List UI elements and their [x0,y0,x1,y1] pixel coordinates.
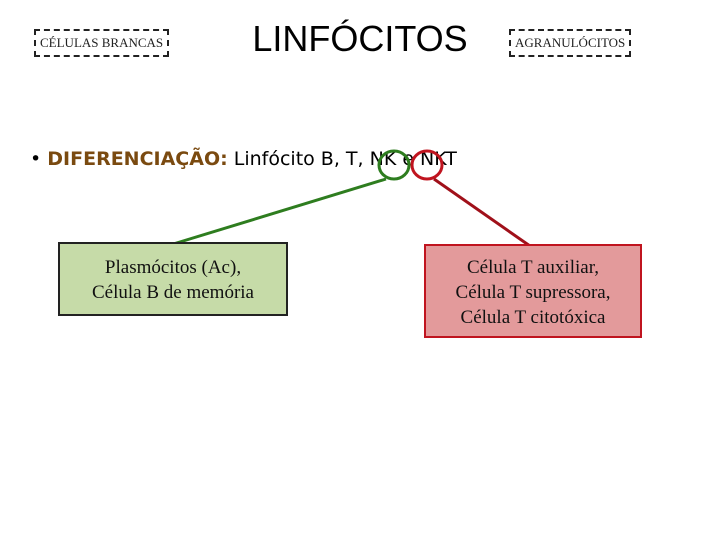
t-cell-outcome-box: Célula T auxiliar, Célula T supressora, … [424,244,642,338]
green-connector-line [169,177,387,247]
bullet-symbol: • [30,148,42,170]
tag-agranulocitos: AGRANULÓCITOS [509,29,632,57]
b-cell-outcome-box: Plasmócitos (Ac), Célula B de memória [58,242,288,316]
differentiation-label: DIFERENCIAÇÃO: [47,148,228,170]
green-highlight-circle [377,149,411,181]
box-line: Célula B de memória [92,282,254,303]
page-title: LINFÓCITOS [252,18,468,59]
tag-celulas-brancas: CÉLULAS BRANCAS [34,29,170,57]
box-line: Célula T citotóxica [460,307,606,328]
red-connector-line [433,177,531,248]
red-highlight-circle [410,149,444,181]
box-line: Célula T supressora, [455,282,611,303]
box-line: Plasmócitos (Ac), [104,257,242,278]
box-line: Célula T auxiliar, [466,257,600,278]
